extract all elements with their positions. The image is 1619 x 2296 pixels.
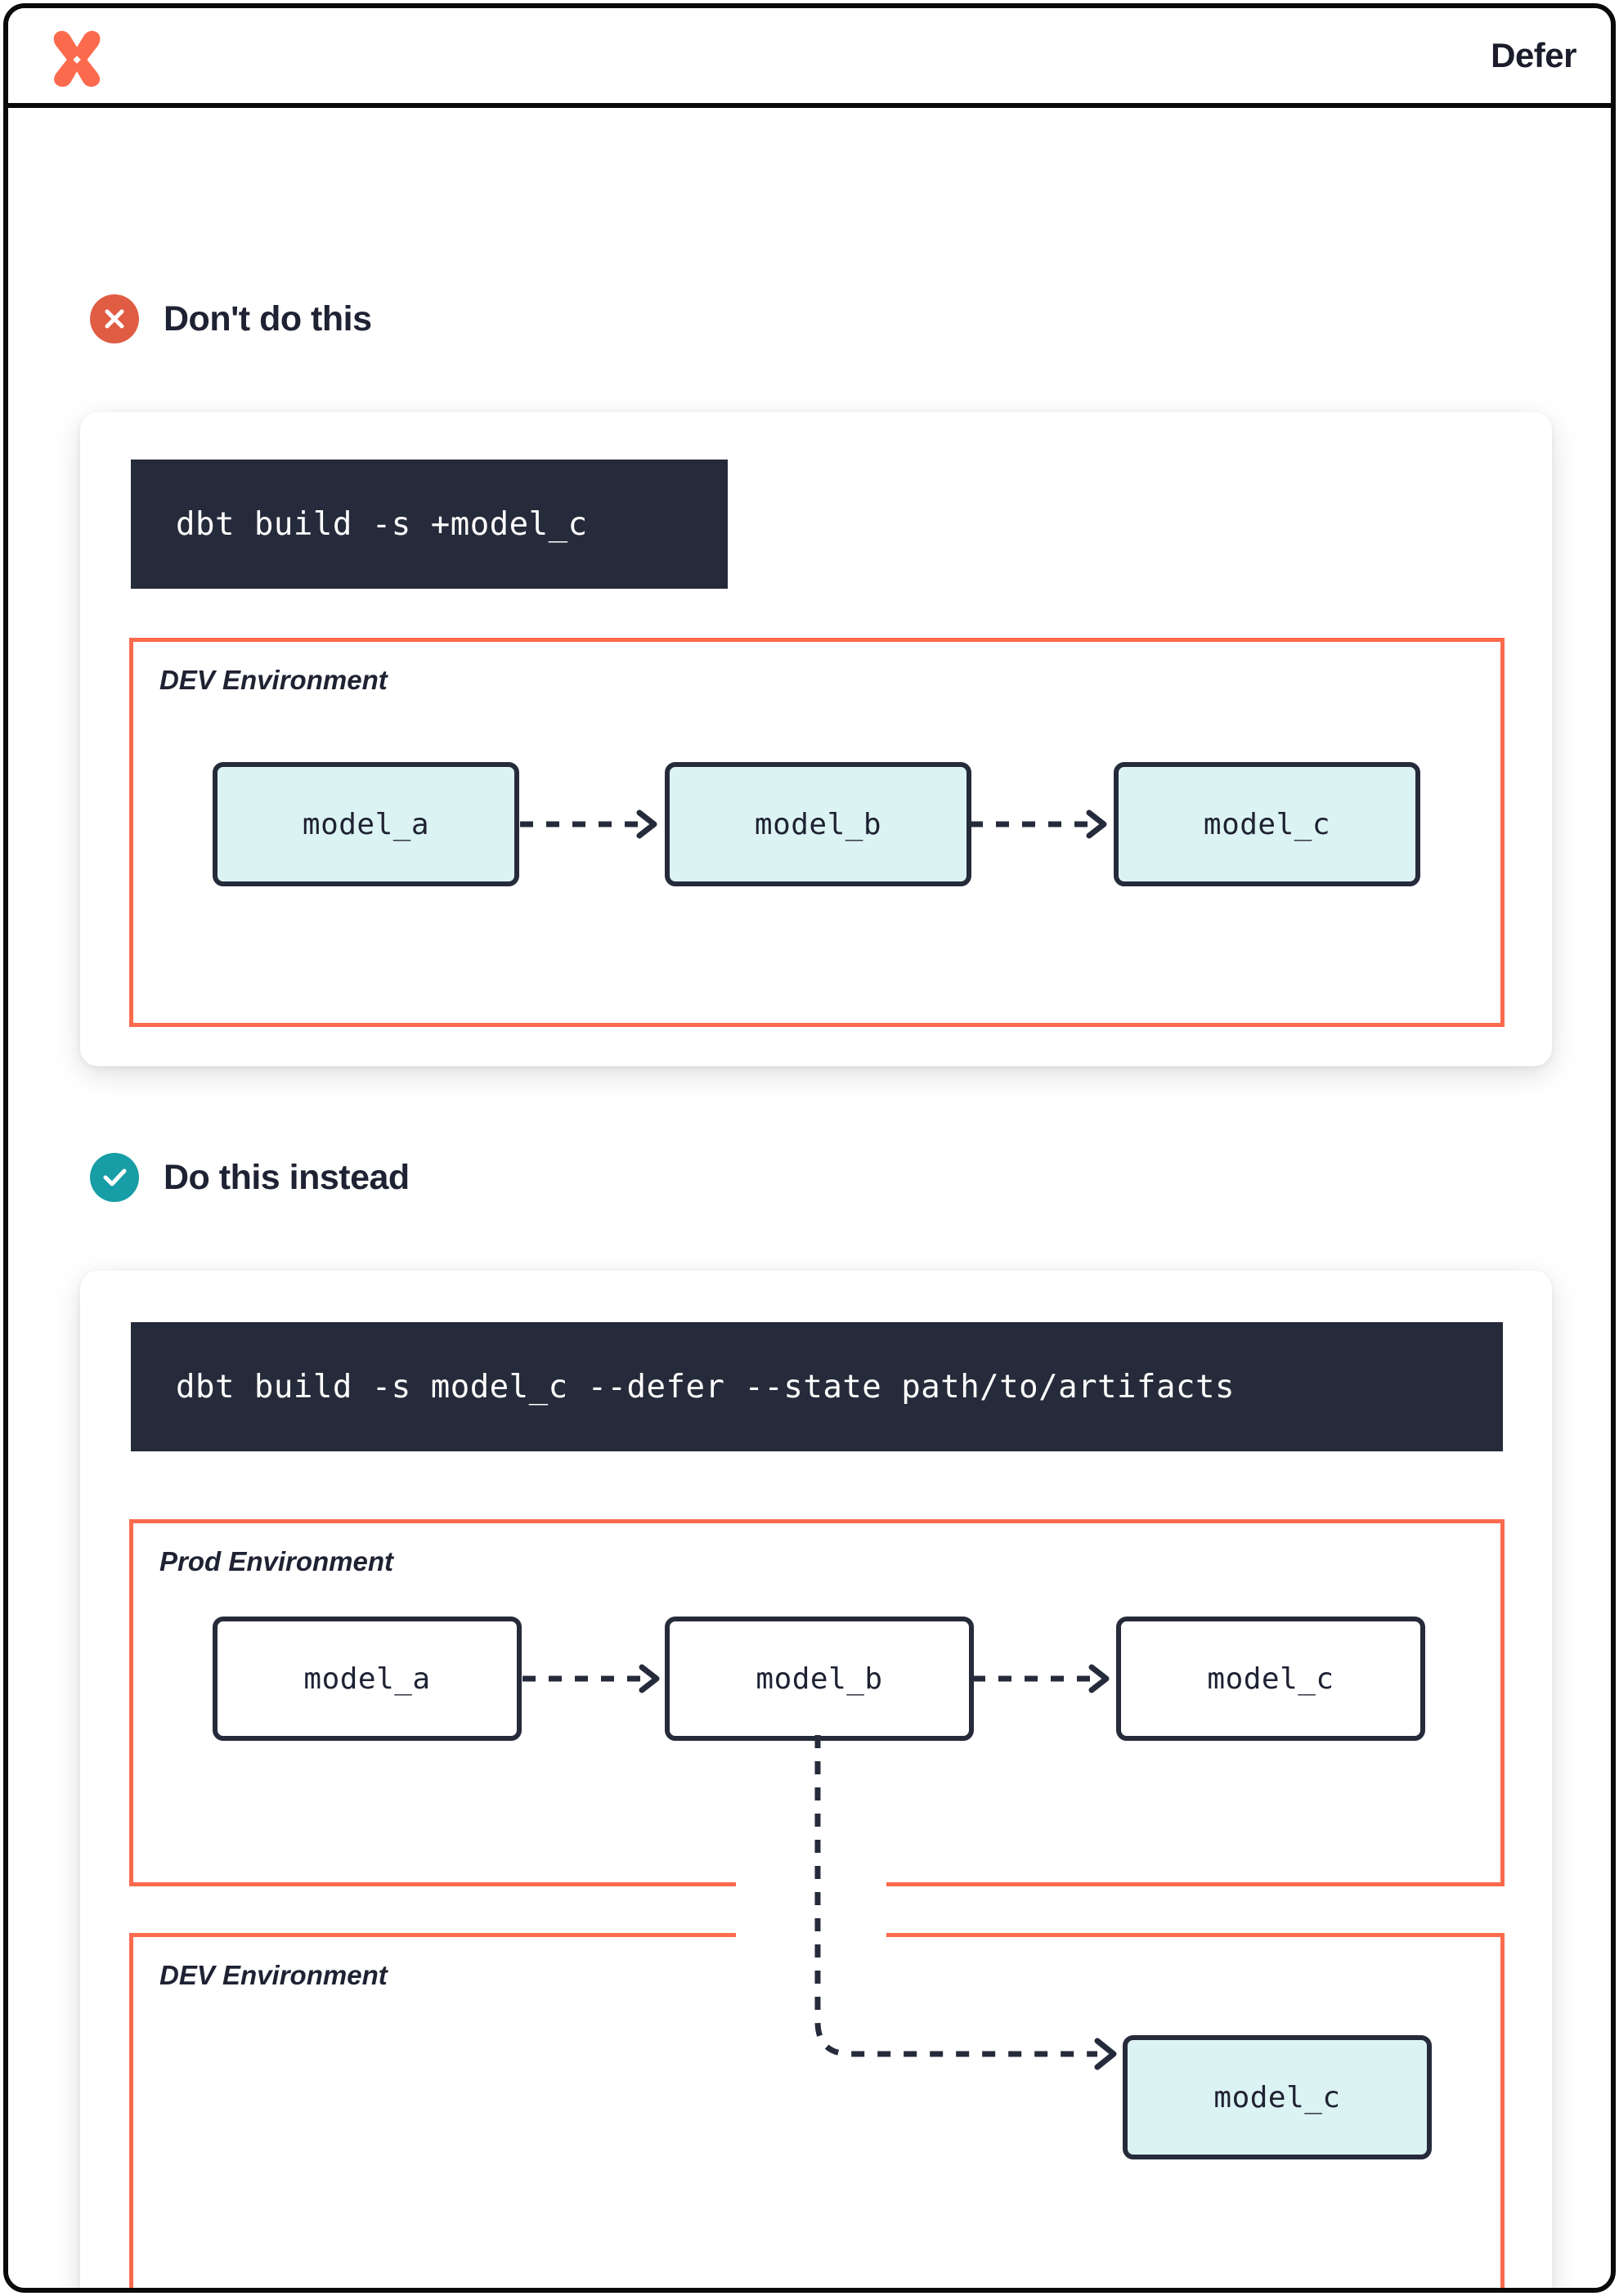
arrow-b-to-c-prod — [972, 1664, 1110, 1693]
node-model-c-dev2[interactable]: model_c — [1123, 2035, 1432, 2159]
env-box-dev-1: DEV Environment — [129, 638, 1505, 1027]
header-bar: Defer — [8, 8, 1611, 108]
node-model-a-prod[interactable]: model_a — [213, 1617, 522, 1741]
node-model-c-dev1[interactable]: model_c — [1114, 762, 1420, 886]
x-circle-icon — [90, 294, 139, 343]
code-block-dont: dbt build -s +model_c — [131, 460, 728, 589]
page-body: Don't do this dbt build -s +model_c DEV … — [8, 108, 1611, 2288]
app-frame: Defer Don't do this dbt build -s +model_… — [3, 3, 1616, 2293]
node-model-c-prod[interactable]: model_c — [1116, 1617, 1425, 1741]
node-model-b-prod[interactable]: model_b — [665, 1617, 974, 1741]
arrow-b-to-c-dev1 — [970, 809, 1107, 839]
node-model-a-dev1[interactable]: model_a — [213, 762, 519, 886]
section-title-dont: Don't do this — [164, 298, 372, 339]
check-circle-icon — [90, 1153, 139, 1202]
env-label-dev-1: DEV Environment — [159, 665, 388, 695]
arrow-a-to-b-dev1 — [520, 809, 657, 839]
page-title: Defer — [1491, 36, 1576, 74]
env-label-dev-2: DEV Environment — [159, 1960, 388, 1990]
arrow-prod-b-to-dev-c — [814, 1735, 1117, 2070]
border-gap-dev — [736, 1928, 886, 1941]
arrow-a-to-b-prod — [522, 1664, 660, 1693]
env-label-prod: Prod Environment — [159, 1546, 394, 1576]
code-block-do: dbt build -s model_c --defer --state pat… — [131, 1322, 1503, 1451]
section-heading-dont: Don't do this — [90, 294, 372, 343]
dbt-logo-icon — [47, 28, 106, 87]
node-model-b-dev1[interactable]: model_b — [665, 762, 971, 886]
border-gap-prod — [736, 1881, 886, 1894]
section-title-do: Do this instead — [164, 1157, 410, 1197]
section-heading-do: Do this instead — [90, 1153, 410, 1202]
